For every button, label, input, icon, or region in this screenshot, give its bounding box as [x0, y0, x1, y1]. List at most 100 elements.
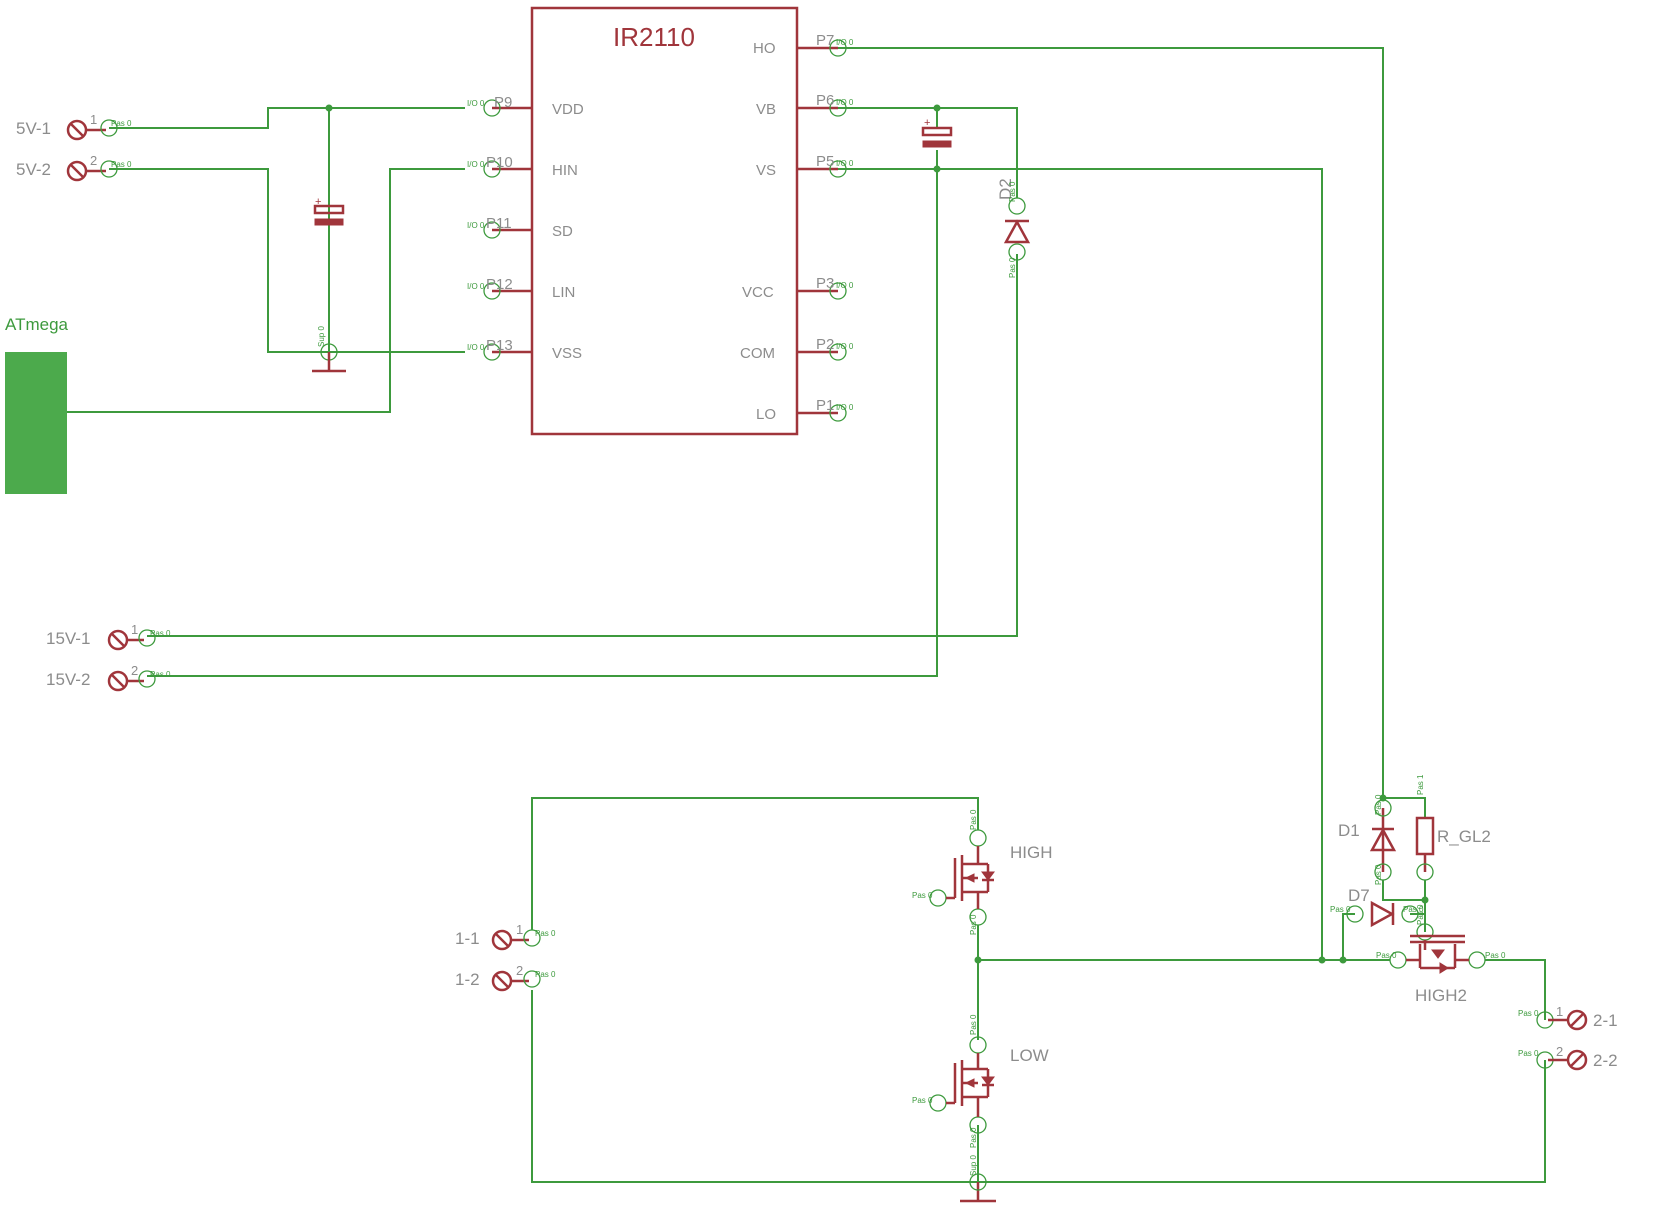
- connector-pin-15v2: 2: [131, 663, 138, 678]
- pin-tag-1-2: Pas 0: [535, 970, 556, 979]
- wire-5v2-vss: [109, 168, 465, 353]
- connector-1-1[interactable]: 1-1 1 Pas 0: [455, 922, 556, 951]
- pin-tag-high2-drain: Pas 0: [1485, 951, 1506, 960]
- capacitor-vdd[interactable]: + Sup 0: [312, 196, 346, 373]
- pin-name-vdd: VDD: [552, 101, 584, 118]
- pin-name-lin: LIN: [552, 284, 575, 301]
- cap-plate-top: [313, 204, 345, 215]
- connector-15v-2[interactable]: 15V-2 2 Pas 0: [46, 663, 171, 692]
- pin-type-p9: I/O 0: [467, 99, 485, 108]
- diode-d1-label: D1: [1338, 821, 1360, 840]
- wire-bottom-right: [978, 1060, 1546, 1183]
- pin-tag-d2-top: Pas 0: [1008, 181, 1017, 202]
- pin-num-p7: P7: [816, 32, 834, 49]
- pin-name-vs: VS: [756, 162, 776, 179]
- pin-tag-d2-bottom: Pas 0: [1008, 257, 1017, 278]
- mosfet-high[interactable]: HIGH Pas 0 Pas 0 Pas 0: [912, 809, 1053, 935]
- mosfet-high2-label: HIGH2: [1415, 986, 1467, 1005]
- pin-num-p1: P1: [816, 397, 834, 414]
- pin-name-hin: HIN: [552, 162, 578, 179]
- connector-2-2[interactable]: 2 Pas 0 2-2: [1518, 1044, 1618, 1071]
- pin-name-lo: LO: [756, 406, 776, 423]
- pin-tag-15v2: Pas 0: [150, 670, 171, 679]
- resistor-r-gl2[interactable]: R_GL2 Pas 1: [1415, 774, 1491, 881]
- connector-pin-5v1: 1: [90, 112, 97, 127]
- pin-type-p5: I/O 0: [836, 159, 854, 168]
- pin-tag-d7-right: Pas 0: [1403, 905, 1424, 914]
- pin-type-p10: I/O 0: [467, 160, 485, 169]
- pin-name-com: COM: [740, 345, 775, 362]
- connector-label-5v1: 5V-1: [16, 119, 51, 138]
- wire-vb-boot: [812, 107, 1018, 198]
- atmega-block[interactable]: ATmega: [5, 315, 69, 494]
- diode-d7[interactable]: D7 Pas 0 Pas 0: [1330, 886, 1424, 928]
- pin-num-p9: P9: [494, 94, 512, 111]
- mosfet-high2[interactable]: HIGH2 Pas 0 Pas 0 Pas 0: [1376, 904, 1506, 1005]
- connector-2-1[interactable]: 1 Pas 0 2-1: [1518, 1004, 1618, 1031]
- mosfet-low[interactable]: LOW Pas 0 Pas 0 Pas 0 Sup 0: [912, 1014, 1049, 1203]
- connector-label-15v2: 15V-2: [46, 670, 90, 689]
- wire-ho-gate: [812, 47, 1384, 798]
- diode-d2[interactable]: D2 Pas 0 Pas 0: [996, 178, 1031, 278]
- ic-ir2110[interactable]: IR2110 P9 P10 P11 P12 P13 I/O 0 I/O 0 I/…: [320, 6, 854, 436]
- junction-midpoint: [974, 956, 982, 964]
- connector-label-15v1: 15V-1: [46, 629, 90, 648]
- ic-name: IR2110: [613, 22, 695, 52]
- wire-5v1-vdd: [109, 107, 465, 129]
- pin-tag-low-sup: Sup 0: [969, 1155, 978, 1176]
- ic-right-pins: P7 P6 P5 P3 P2 P1 I/O 0 I/O 0 I/O 0 I/O …: [740, 32, 854, 423]
- connector-1-2[interactable]: 1-2 2 Pas 0: [455, 963, 556, 992]
- connector-5v-1[interactable]: 5V-1 1 Pas 0: [16, 112, 132, 141]
- boot-cap-plus: +: [924, 117, 930, 129]
- junction-vdd: [325, 104, 333, 112]
- pin-num-p13: P13: [486, 337, 513, 354]
- junction-vs-node: [1318, 956, 1326, 964]
- pin-tag-high-drain: Pas 0: [969, 809, 978, 830]
- pin-name-ho: HO: [753, 40, 776, 57]
- diode-d1[interactable]: D1 Pas 0 Pas 0: [1338, 794, 1397, 885]
- connector-pin-2-1: 1: [1556, 1004, 1563, 1019]
- connector-pin-1-2: 2: [516, 963, 523, 978]
- pin-tag-5v1: Pas 0: [111, 119, 132, 128]
- junction-dots: [325, 104, 1429, 964]
- pin-type-p1: I/O 0: [836, 403, 854, 412]
- wire-bridge-bottom: [531, 990, 979, 1183]
- atmega-label: ATmega: [5, 315, 69, 334]
- cap-plate-bottom: [314, 218, 344, 226]
- connector-5v-2[interactable]: 5V-2 2 Pas 0: [16, 153, 132, 182]
- connector-label-5v2: 5V-2: [16, 160, 51, 179]
- pin-tag-15v1: Pas 0: [150, 629, 171, 638]
- cap-plus: +: [315, 196, 321, 208]
- junction-gate-bottom: [1421, 896, 1429, 904]
- pin-name-vb: VB: [756, 101, 776, 118]
- connector-pin-1-1: 1: [516, 922, 523, 937]
- connector-label-1-1: 1-1: [455, 929, 480, 948]
- junction-vs: [933, 165, 941, 173]
- pin-tag-low-drain: Pas 0: [969, 1014, 978, 1035]
- pin-name-vcc: VCC: [742, 284, 774, 301]
- diode-d7-label: D7: [1348, 886, 1370, 905]
- boot-cap-plate-top: [921, 126, 953, 137]
- wire-d1-top: [1383, 797, 1426, 818]
- pin-tag-2-1: Pas 0: [1518, 1009, 1539, 1018]
- pin-type-p3: I/O 0: [836, 281, 854, 290]
- pin-tag-high2-gate: Pas 0: [1416, 904, 1425, 925]
- pin-tag-high-source: Pas 0: [969, 914, 978, 935]
- connector-15v-1[interactable]: 15V-1 1 Pas 0: [46, 622, 171, 651]
- mosfet-high-label: HIGH: [1010, 843, 1053, 862]
- pin-tag-d1-top: Pas 0: [1374, 794, 1383, 815]
- pin-tag-low-source: Pas 0: [969, 1127, 978, 1148]
- pin-num-p2: P2: [816, 336, 834, 353]
- capacitor-bootstrap[interactable]: +: [921, 117, 953, 148]
- pin-name-sd: SD: [552, 223, 573, 240]
- ic-left-pins: P9 P10 P11 P12 P13 I/O 0 I/O 0 I/O 0 I/O…: [320, 94, 584, 362]
- pin-tag-r-top: Pas 1: [1416, 774, 1425, 795]
- ic-body: [530, 6, 799, 436]
- wire-d2-15v1: [147, 254, 1018, 637]
- pin-tag-2-2: Pas 0: [1518, 1049, 1539, 1058]
- wire-boot-cap2: [147, 150, 938, 677]
- connector-pin-5v2: 2: [90, 153, 97, 168]
- connector-pin-15v1: 1: [131, 622, 138, 637]
- pin-tag-high-gate: Pas 0: [912, 891, 933, 900]
